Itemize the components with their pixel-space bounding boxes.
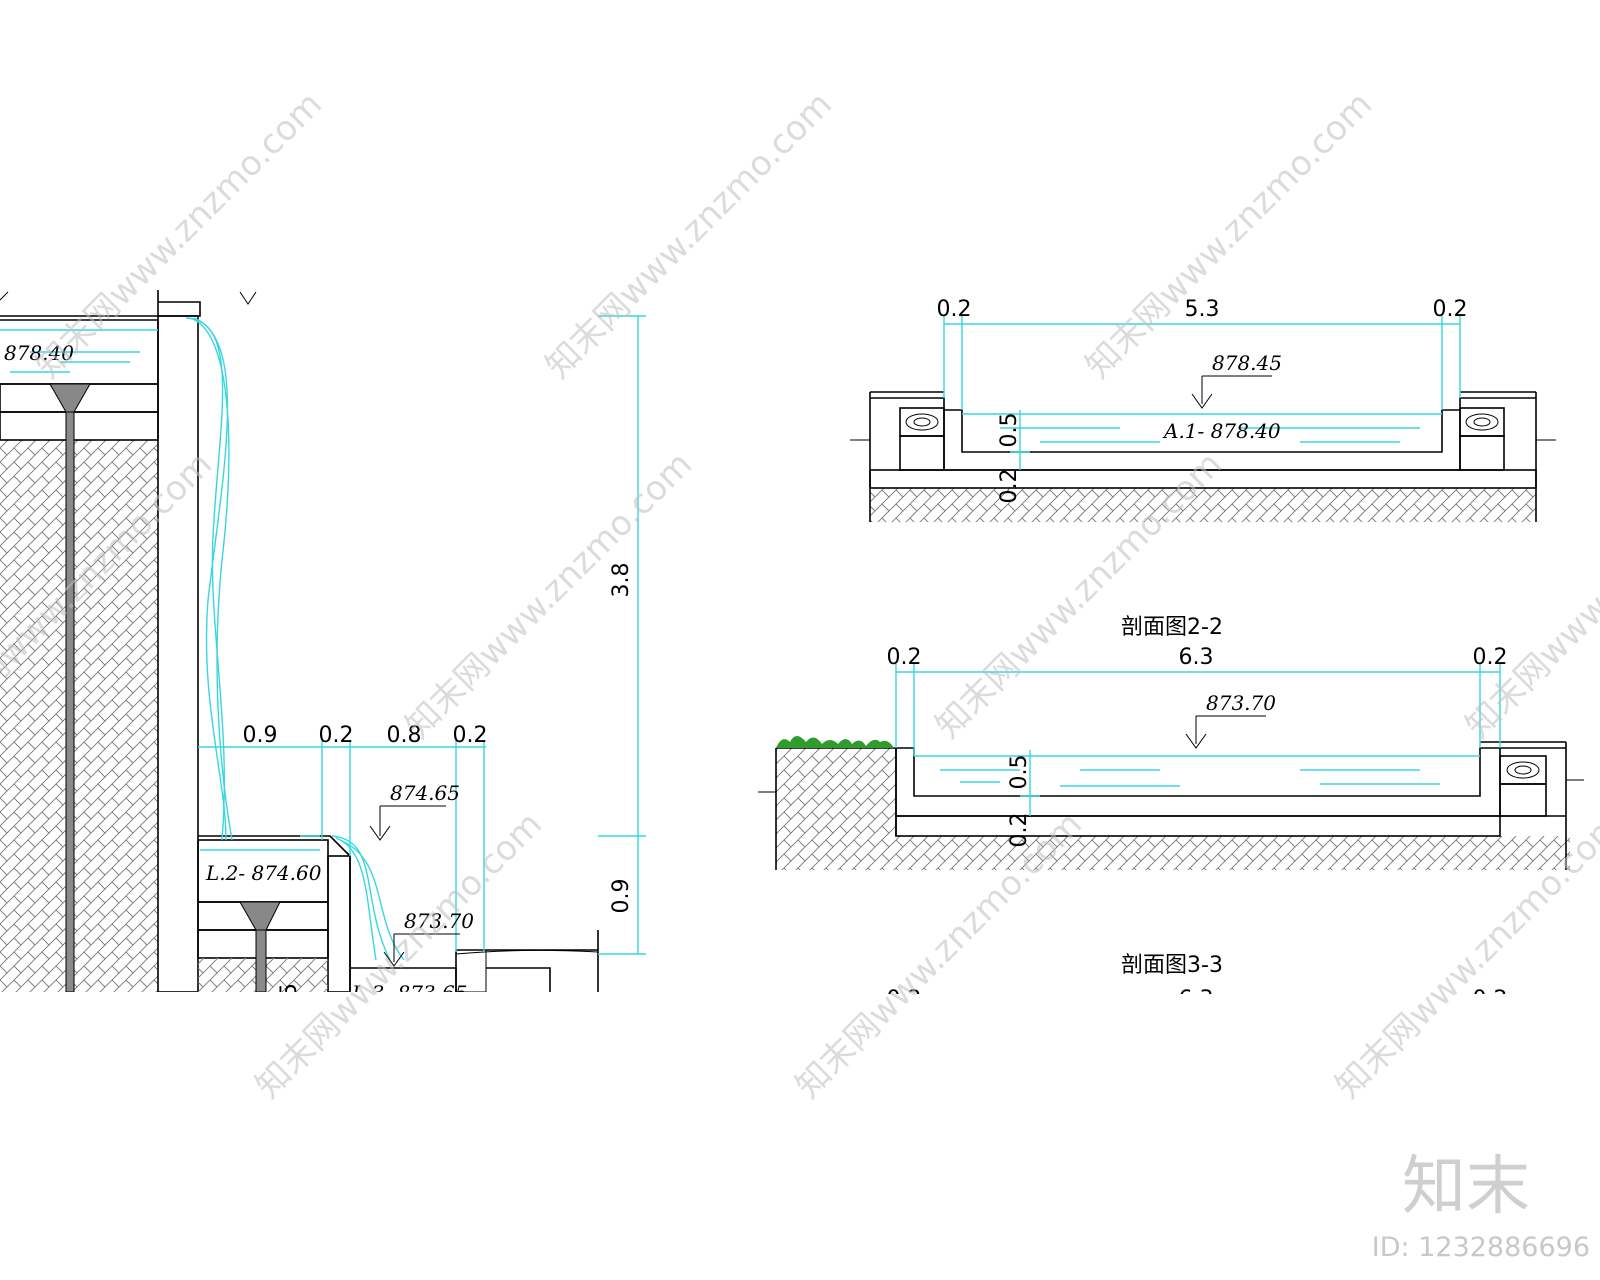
s2-base: 0.2 bbox=[1007, 813, 1032, 848]
pool-2-water bbox=[914, 755, 1480, 787]
elev-low: 873.70 bbox=[404, 909, 474, 933]
l2-drain bbox=[239, 901, 281, 931]
section-2: 0.2 6.3 0.2 0.5 0.2 873.70 bbox=[758, 645, 1584, 870]
s2-dim-mid: 6.3 bbox=[1179, 645, 1214, 670]
dim-0-8: 0.8 bbox=[387, 723, 422, 748]
section-1: 0.2 5.3 0.2 0.5 0.2 878.45 A.1- 878.40 bbox=[850, 297, 1556, 522]
s1-dim-left: 0.2 bbox=[937, 297, 972, 322]
waterfall-curves bbox=[185, 317, 405, 961]
light-fixture-right bbox=[1459, 407, 1505, 437]
dim-3-8: 3.8 bbox=[609, 563, 634, 598]
left-dimensions bbox=[198, 315, 646, 955]
soil-fill bbox=[0, 440, 158, 992]
dim-0-2a: 0.2 bbox=[319, 723, 354, 748]
logo-zhimo: 知末 bbox=[1402, 1150, 1530, 1224]
upper-coping bbox=[0, 301, 201, 317]
light-fixture-left bbox=[899, 407, 945, 437]
watermarks: 知末网www.znzmo.com 知末网www.znzmo.com 知末网www… bbox=[0, 84, 1600, 1106]
caption-section-3-3: 剖面图3-3 bbox=[1121, 953, 1223, 978]
upper-water bbox=[0, 329, 158, 373]
l2-wall bbox=[327, 855, 351, 993]
s1-base: 0.2 bbox=[997, 469, 1022, 504]
s1-dim-mid: 5.3 bbox=[1185, 297, 1220, 322]
dim-0-9: 0.9 bbox=[243, 723, 278, 748]
left-section: 0.9 0.2 0.8 0.2 3.8 0.9 5 878.40 874.65 … bbox=[0, 290, 646, 1005]
s1-elevation: 878.45 bbox=[1212, 351, 1282, 375]
s1-dim-right: 0.2 bbox=[1433, 297, 1468, 322]
s2-dim-right: 0.2 bbox=[1473, 645, 1508, 670]
elev-l2: L.2- 874.60 bbox=[205, 861, 322, 885]
caption-section-2-2: 剖面图2-2 bbox=[1121, 615, 1223, 640]
retaining-wall bbox=[157, 315, 199, 993]
s1-depth: 0.5 bbox=[997, 413, 1022, 448]
dim-0-2b: 0.2 bbox=[453, 723, 488, 748]
image-id: ID: 1232886696 bbox=[1372, 1232, 1590, 1263]
elev-pool-top: 878.40 bbox=[4, 341, 74, 365]
watermark-1: 知末网www.znzmo.com bbox=[28, 84, 330, 386]
s1-pool-label: A.1- 878.40 bbox=[1162, 419, 1281, 443]
lower-basin bbox=[455, 930, 599, 992]
watermark-2: 知末网www.znzmo.com bbox=[538, 84, 840, 386]
s2-depth: 0.5 bbox=[1007, 755, 1032, 790]
watermark-3: 知末网www.znzmo.com bbox=[1078, 84, 1380, 386]
upper-drain bbox=[49, 383, 91, 413]
s2-elevation: 873.70 bbox=[1206, 691, 1276, 715]
s2-dim-left: 0.2 bbox=[887, 645, 922, 670]
grass bbox=[776, 736, 894, 748]
watermark-4: 知末网www.znzmo.com bbox=[398, 444, 700, 746]
upper-pipe bbox=[65, 411, 75, 993]
dim-0-9-vertical: 0.9 bbox=[609, 879, 634, 914]
upper-gravel bbox=[0, 411, 159, 441]
pool-1-water bbox=[962, 413, 1442, 443]
elev-mid: 874.65 bbox=[390, 781, 460, 805]
